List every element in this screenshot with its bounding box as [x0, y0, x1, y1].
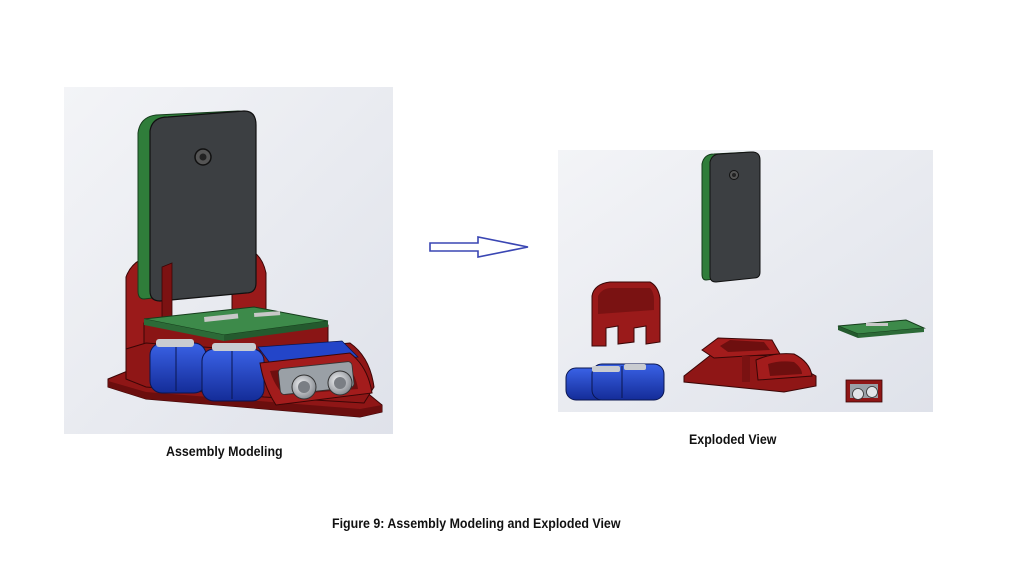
ultrasonic-sensor — [277, 361, 355, 400]
phone-body — [149, 110, 257, 302]
exploded-phone — [701, 151, 761, 283]
exploded-base-frame — [683, 337, 817, 393]
exploded-view-drawing — [558, 150, 933, 412]
exploded-ultrasonic-sensor — [845, 379, 883, 403]
assembly-model-view — [64, 87, 393, 434]
exploded-view-label: Exploded View — [689, 432, 777, 447]
assembly-model-drawing — [64, 87, 393, 434]
battery-left — [149, 339, 207, 394]
exploded-view — [558, 150, 933, 412]
right-arrow-outline-icon — [429, 236, 529, 258]
figure-caption: Figure 9: Assembly Modeling and Exploded… — [332, 516, 621, 531]
exploded-battery-pack — [565, 363, 665, 401]
assembly-modeling-label: Assembly Modeling — [166, 444, 283, 459]
battery-right — [201, 343, 265, 402]
exploded-pcb — [837, 319, 926, 338]
